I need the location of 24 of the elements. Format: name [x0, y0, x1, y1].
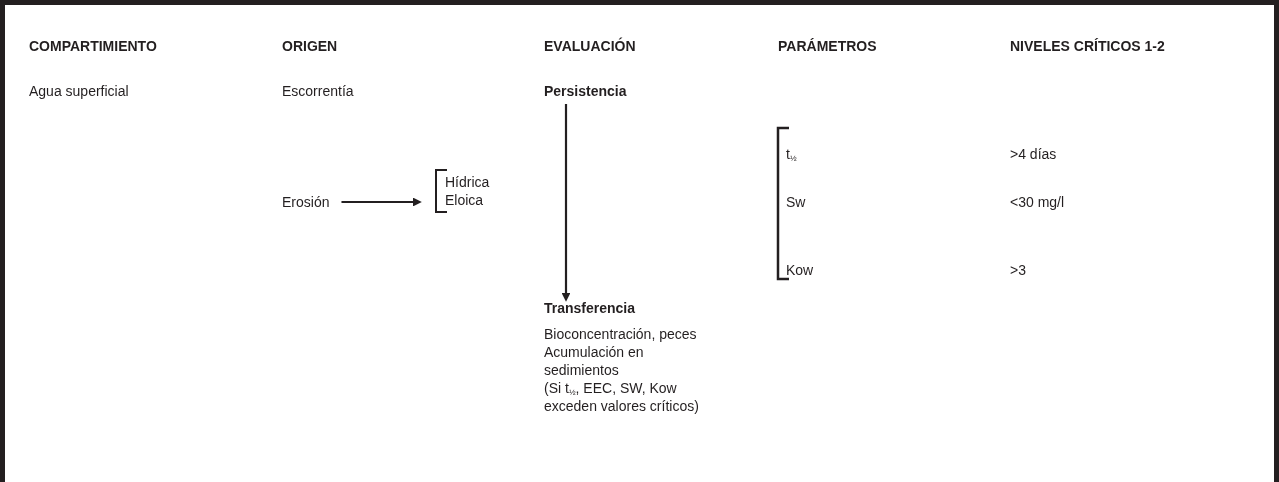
parameter-name: Kow	[786, 261, 814, 279]
list-item: Eloica	[445, 191, 485, 209]
column-header: PARÁMETROS	[778, 37, 877, 55]
list-item: Hídrica	[445, 173, 490, 191]
arrow	[561, 104, 571, 302]
block-heading: Transferencia	[544, 299, 637, 317]
critical-level: >4 días	[1010, 145, 1057, 163]
block-text: Bioconcentración, peces	[544, 325, 698, 343]
column-header: EVALUACIÓN	[544, 37, 636, 55]
block-text: Acumulación en sedimientos	[544, 343, 645, 379]
critical-level: >3	[1010, 261, 1026, 279]
block-text: (Si t$_{½}$, EEC, SW, Kow exceden valores críticos)	[544, 379, 700, 415]
bracket-group	[435, 169, 490, 213]
column-header: COMPARTIMIENTO	[29, 37, 157, 55]
column-header: NIVELES CRÍTICOS 1-2	[1010, 37, 1165, 55]
row-label: Escorrentía	[282, 82, 354, 100]
critical-level: <30 mg/l	[1010, 193, 1065, 211]
parameter-name: Sw	[786, 193, 806, 211]
parameter-name: t$_{½}$	[786, 145, 797, 165]
arrow	[341, 197, 422, 207]
heading-text: Persistencia	[544, 82, 627, 100]
row-label: Agua superficial	[29, 82, 129, 100]
item-text: Erosión	[282, 193, 330, 211]
column-header: ORIGEN	[282, 37, 338, 55]
